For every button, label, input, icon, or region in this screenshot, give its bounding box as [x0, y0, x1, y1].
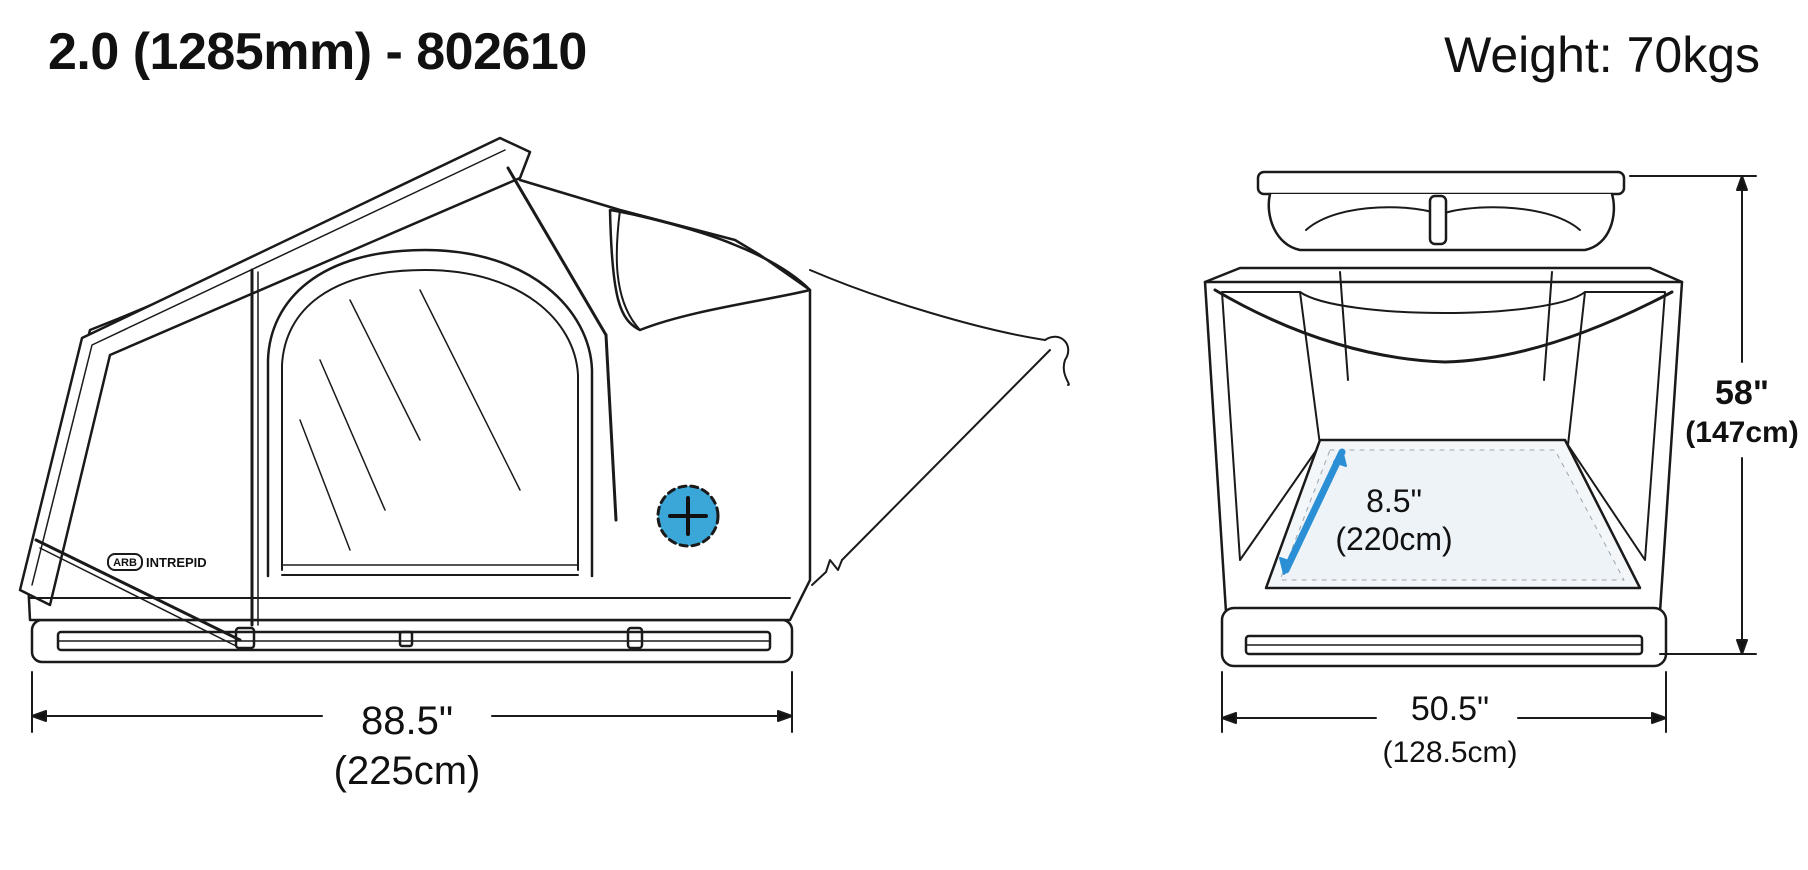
length-cm: (225cm): [334, 749, 481, 793]
brand-name: INTREPID: [146, 555, 207, 570]
width-inches: 50.5": [1411, 690, 1489, 728]
info-hotspot[interactable]: [656, 484, 720, 548]
width-cm: (128.5cm): [1382, 736, 1517, 769]
length-dimension: [31, 671, 793, 733]
length-inches: 88.5": [361, 699, 453, 743]
tent-end-view: 8.5" (220cm) 58" (147cm) 50.5" (128.5cm): [1203, 170, 1799, 769]
interior-marker: [1279, 448, 1347, 575]
brand-logo: ARB INTREPID: [107, 553, 207, 571]
tent-body: [18, 136, 812, 647]
brand-logo-text: ARB: [113, 557, 137, 569]
end-view-shell: [1203, 170, 1684, 668]
height-inches: 58": [1715, 374, 1769, 412]
tent-side-view: ARB INTREPID 88.5" (225cm): [18, 136, 1070, 793]
base-tray: [30, 618, 794, 664]
guy-line: [809, 269, 1070, 586]
interior-inches: 8.5": [1366, 483, 1422, 519]
width-dimension: [1221, 671, 1667, 733]
weight-label: Weight: 70kgs: [1444, 27, 1760, 83]
height-cm: (147cm): [1685, 416, 1798, 449]
plus-icon: [668, 496, 708, 536]
height-dimension: [1629, 175, 1757, 655]
interior-cm: (220cm): [1335, 521, 1452, 557]
product-title: 2.0 (1285mm) - 802610: [48, 23, 587, 81]
